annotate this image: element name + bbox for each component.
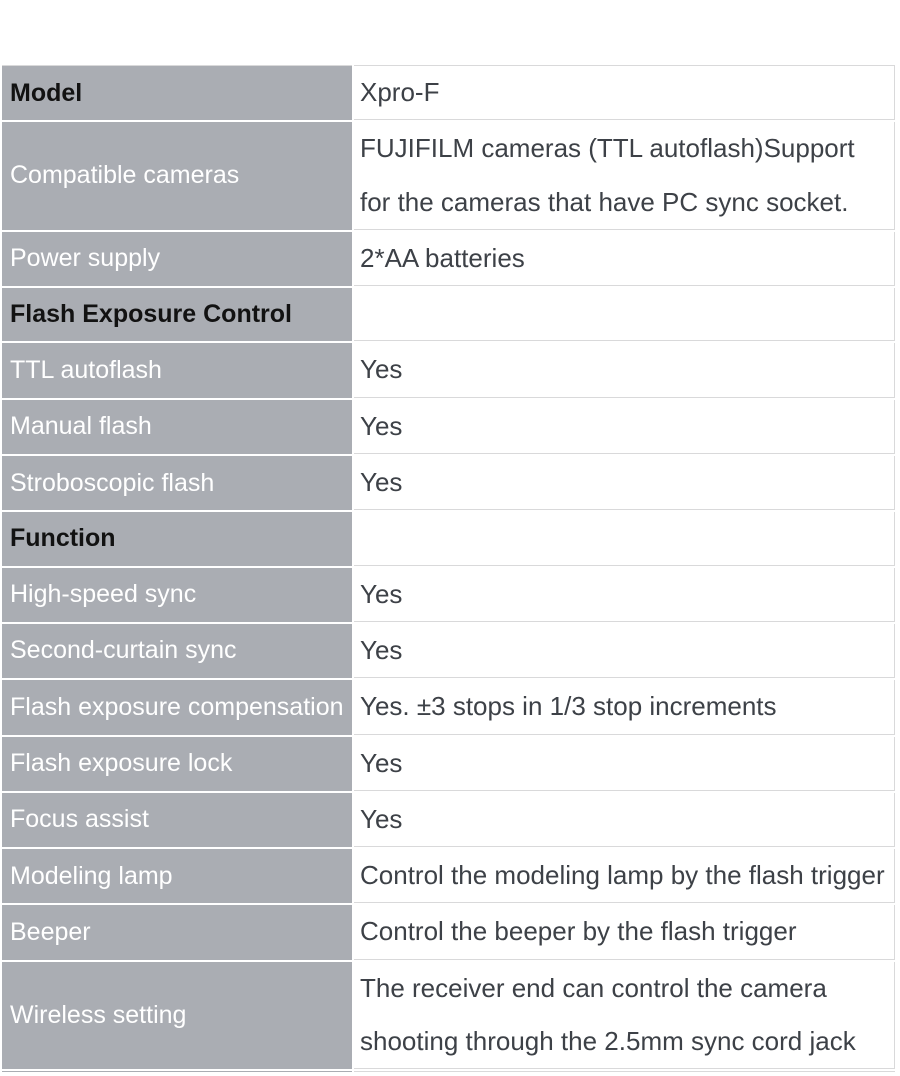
spec-row-compatible-cameras: Compatible cameras FUJIFILM cameras (TTL… xyxy=(2,122,895,230)
spec-row-flash-exposure-control: Flash Exposure Control xyxy=(2,288,895,342)
spec-label-cell: Wireless setting xyxy=(2,961,352,1070)
spec-value-cell: Control the modeling lamp by the flash t… xyxy=(354,849,895,904)
spec-label-cell: Flash exposure lock xyxy=(2,736,352,791)
spec-value-cell: Yes xyxy=(354,623,895,679)
spec-label-cell xyxy=(2,1071,352,1073)
spec-value-cell xyxy=(354,512,895,566)
spec-row-ttl-autoflash: TTL autoflash Yes xyxy=(2,343,895,398)
spec-label-cell: Manual flash xyxy=(2,399,352,455)
spec-value-cell xyxy=(354,288,895,342)
spec-row-modeling-lamp: Modeling lamp Control the modeling lamp … xyxy=(2,849,895,904)
spec-value-cell: Xpro-F xyxy=(354,65,895,121)
spec-label-cell: High-speed sync xyxy=(2,567,352,622)
spec-label-cell: Function xyxy=(2,512,352,566)
spec-label-cell: Power supply xyxy=(2,231,352,287)
spec-value-cell: 2*AA batteries xyxy=(354,231,895,287)
spec-value-cell xyxy=(354,1071,895,1073)
spec-value-cell: Control the beeper by the flash trigger xyxy=(354,905,895,960)
spec-value-cell: Yes xyxy=(354,567,895,622)
spec-table: Model Xpro-F Compatible cameras FUJIFILM… xyxy=(0,63,897,1074)
spec-label-cell: Model xyxy=(2,65,352,121)
spec-label-cell: Beeper xyxy=(2,905,352,960)
spec-label-cell: Flash Exposure Control xyxy=(2,288,352,342)
spec-row-power-supply: Power supply 2*AA batteries xyxy=(2,231,895,287)
spec-row-wireless-setting: Wireless setting The receiver end can co… xyxy=(2,961,895,1070)
spec-value-cell: Yes xyxy=(354,456,895,511)
spec-label-cell: Flash exposure compensation xyxy=(2,680,352,735)
spec-value-cell: FUJIFILM cameras (TTL autoflash)Support … xyxy=(354,122,895,230)
spec-value-cell: Yes xyxy=(354,399,895,455)
spec-label-cell: Second-curtain sync xyxy=(2,623,352,679)
spec-table-body: Model Xpro-F Compatible cameras FUJIFILM… xyxy=(2,65,895,1073)
spec-row-manual-flash: Manual flash Yes xyxy=(2,399,895,455)
spec-row-beeper: Beeper Control the beeper by the flash t… xyxy=(2,905,895,960)
spec-value-cell: Yes xyxy=(354,736,895,791)
spec-label-cell: Modeling lamp xyxy=(2,849,352,904)
spec-row-flash-exposure-lock: Flash exposure lock Yes xyxy=(2,736,895,791)
spec-row-focus-assist: Focus assist Yes xyxy=(2,792,895,848)
spec-value-cell: Yes xyxy=(354,792,895,848)
spec-label-cell: Compatible cameras xyxy=(2,122,352,230)
spec-row-stroboscopic-flash: Stroboscopic flash Yes xyxy=(2,456,895,511)
spec-label-cell: Focus assist xyxy=(2,792,352,848)
spec-row-high-speed-sync: High-speed sync Yes xyxy=(2,567,895,622)
spec-value-cell: The receiver end can control the camera … xyxy=(354,961,895,1070)
spec-label-cell: Stroboscopic flash xyxy=(2,456,352,511)
spec-row-clipped xyxy=(2,1071,895,1073)
spec-label-cell: TTL autoflash xyxy=(2,343,352,398)
spec-value-cell: Yes. ±3 stops in 1/3 stop increments xyxy=(354,680,895,735)
spec-row-function: Function xyxy=(2,512,895,566)
spec-row-model: Model Xpro-F xyxy=(2,65,895,121)
spec-row-flash-exposure-compensation: Flash exposure compensation Yes. ±3 stop… xyxy=(2,680,895,735)
spec-row-second-curtain-sync: Second-curtain sync Yes xyxy=(2,623,895,679)
spec-value-cell: Yes xyxy=(354,343,895,398)
